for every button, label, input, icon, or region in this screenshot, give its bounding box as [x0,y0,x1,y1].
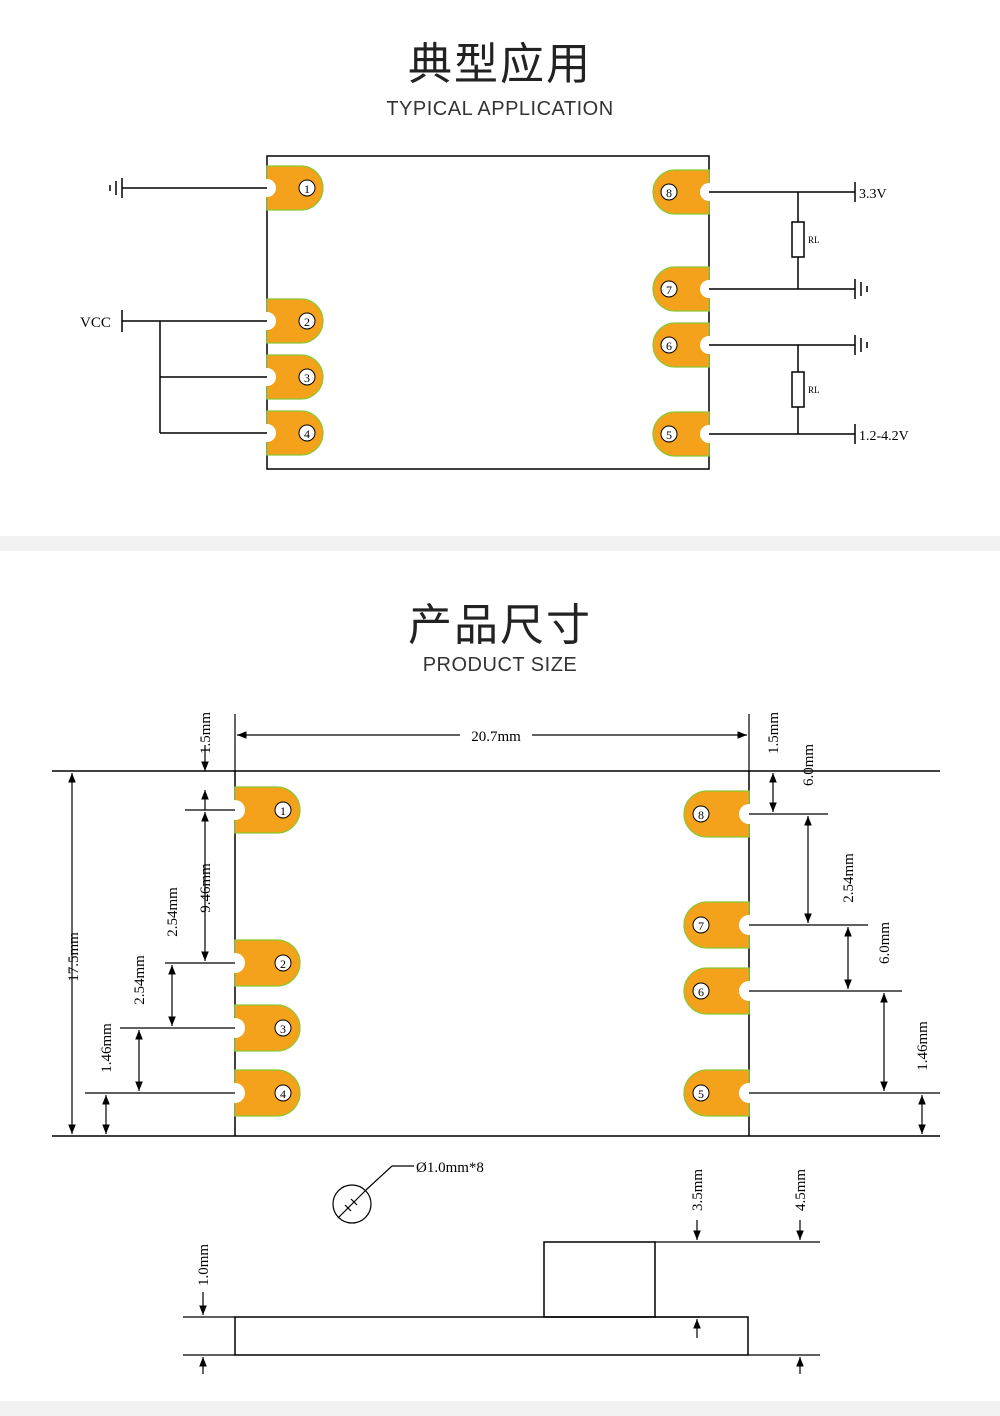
hole-size-label: Ø1.0mm*8 [416,1160,484,1176]
ground-symbol-right-1 [854,279,868,299]
dim-pin7-pin6: 2.54mm [841,853,857,903]
size-pad-8: 8 [683,790,759,838]
pin-8-number: 8 [666,186,672,200]
size-pad-2: 2 [225,939,301,987]
rl-label-1: RL [808,235,820,245]
pad-5: 5 [652,411,718,457]
typical-application-title-en: TYPICAL APPLICATION [386,98,614,120]
dim-board-thickness: 1.0mm [196,1244,212,1286]
dim-pin4-bottom-left: 1.46mm [99,1023,115,1073]
pin-6-number: 6 [666,339,672,353]
label-3v3: 3.3V [859,187,887,202]
pin-3-number: 3 [304,371,310,385]
vcc-label: VCC [80,315,111,331]
side-view [234,1241,749,1356]
pad-2: 2 [258,298,324,344]
size-pad-6: 6 [683,967,759,1015]
rl-label-2: RL [808,385,820,395]
extension-lines [85,714,940,1094]
dim-pin5-bottom-right: 1.46mm [915,1021,931,1071]
dim-pin6-pin5: 6.0mm [877,922,893,964]
size-pin-3-number: 3 [280,1022,286,1036]
size-pin-6-number: 6 [698,985,704,999]
size-pin-7-number: 7 [698,919,704,933]
dim-top-left: 1.5mm [198,712,214,754]
section-divider [0,536,1000,551]
product-size-title-en: PRODUCT SIZE [422,654,578,676]
size-pad-1: 1 [225,786,301,834]
size-pad-5: 5 [683,1069,759,1117]
dimension-lines [68,731,926,1134]
dim-total-height: 4.5mm [793,1169,809,1211]
pad-4: 4 [258,410,324,456]
side-view-board [234,1316,749,1356]
application-schematic: 1 2 3 4 8 [80,155,909,470]
side-view-shield [543,1241,656,1318]
pad-6: 6 [652,322,718,368]
size-pad-4: 4 [225,1069,301,1117]
dim-height: 17.5mm [66,932,82,982]
pad-3: 3 [258,354,324,400]
resistor-rl-1 [791,221,805,258]
dim-pin3-pin4: 2.54mm [132,955,148,1005]
dimension-drawing: 1 2 3 4 8 [52,712,940,1374]
ground-symbol-right-2 [854,335,868,355]
module-outline [266,155,710,470]
dim-shield-height: 3.5mm [690,1169,706,1211]
size-pin-5-number: 5 [698,1087,704,1101]
size-pad-3: 3 [225,1004,301,1052]
typical-application-section: 典型应用 TYPICAL APPLICATION 1 2 3 [0,0,1000,536]
dim-pin1-pin2: 9.46mm [198,863,214,913]
dim-pin2-pin3: 2.54mm [165,887,181,937]
dim-width: 20.7mm [471,729,521,745]
dim-pin8-pin7: 6.0mm [801,744,817,786]
pad-7: 7 [652,266,718,312]
product-size-section: 产品尺寸 PRODUCT SIZE 1 2 [0,551,1000,1401]
pin-2-number: 2 [304,315,310,329]
pad-1: 1 [258,165,324,211]
size-pin-4-number: 4 [280,1087,286,1101]
size-pin-2-number: 2 [280,957,286,971]
product-size-title-cn: 产品尺寸 [408,600,592,651]
bottom-band [0,1401,1000,1416]
side-view-dimension-lines [183,1220,820,1374]
label-1v2-4v2: 1.2-4.2V [859,429,909,444]
resistor-rl-2 [791,371,805,408]
dim-top-right: 1.5mm [766,712,782,754]
size-pin-8-number: 8 [698,808,704,822]
hole-callout [332,1165,414,1224]
pin-7-number: 7 [666,283,672,297]
size-pad-7: 7 [683,901,759,949]
pin-1-number: 1 [304,182,310,196]
pad-8: 8 [652,169,718,215]
ground-symbol-left [109,178,123,198]
schematic-wires [121,182,856,444]
pin-5-number: 5 [666,428,672,442]
typical-application-title-cn: 典型应用 [408,39,592,90]
size-pin-1-number: 1 [280,804,286,818]
pin-4-number: 4 [304,427,310,441]
